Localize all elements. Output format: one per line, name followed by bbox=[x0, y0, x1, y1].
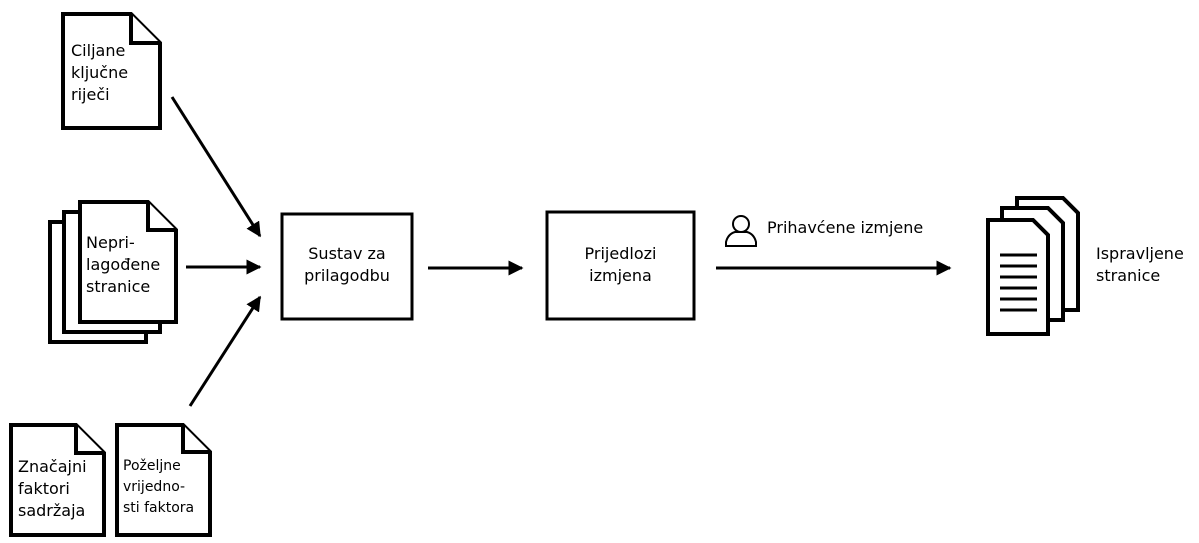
accepted-changes-label: Prihavćene izmjene bbox=[767, 217, 923, 239]
arrow-keywords-to-system bbox=[170, 96, 262, 238]
factors-label-line: faktori bbox=[18, 479, 70, 498]
keywords-document-icon bbox=[61, 12, 162, 130]
factors-label-line: sadržaja bbox=[18, 501, 86, 520]
system-label-line: Sustav za bbox=[308, 244, 386, 263]
keywords-label-line: riječi bbox=[71, 85, 110, 104]
keywords-label-line: ključne bbox=[71, 63, 129, 82]
unadapted-pages-label-line: Nepri- bbox=[86, 233, 135, 252]
suggestions-label-line: Prijedlozi bbox=[584, 244, 657, 263]
unadapted-pages-label: Nepri- lagođene stranice bbox=[86, 232, 160, 298]
accepted-changes-text: Prihavćene izmjene bbox=[767, 218, 924, 237]
factors-document-icon bbox=[9, 423, 106, 537]
system-box bbox=[280, 212, 414, 321]
unadapted-pages-stack-icon bbox=[48, 200, 178, 344]
user-icon bbox=[725, 215, 757, 247]
arrow-factors-to-system bbox=[188, 295, 262, 407]
factors-label-line: Značajni bbox=[18, 457, 87, 476]
corrected-pages-label: Ispravljene stranice bbox=[1096, 243, 1184, 287]
suggestions-label-line: izmjena bbox=[589, 266, 652, 285]
factors-label: Značajni faktori sadržaja bbox=[18, 456, 87, 522]
document-lines-icon bbox=[1000, 253, 1037, 312]
corrected-pages-label-line: Ispravljene bbox=[1096, 244, 1184, 263]
corrected-pages-label-line: stranice bbox=[1096, 266, 1161, 285]
desired-values-label-line: Poželjne bbox=[123, 458, 181, 474]
system-label: Sustav za prilagodbu bbox=[282, 243, 412, 287]
unadapted-pages-label-line: stranice bbox=[86, 277, 151, 296]
suggestions-box bbox=[545, 210, 696, 321]
unadapted-pages-label-line: lagođene bbox=[86, 255, 161, 274]
keywords-label: Ciljane ključne riječi bbox=[71, 40, 128, 106]
desired-values-label-line: vrijedno- bbox=[123, 479, 186, 495]
values-document-icon bbox=[115, 423, 212, 537]
system-label-line: prilagodbu bbox=[304, 266, 390, 285]
desired-values-label: Poželjne vrijedno- sti faktora bbox=[123, 456, 194, 519]
keywords-label-line: Ciljane bbox=[71, 41, 126, 60]
desired-values-label-line: sti faktora bbox=[123, 500, 195, 516]
suggestions-label: Prijedlozi izmjena bbox=[547, 243, 694, 287]
